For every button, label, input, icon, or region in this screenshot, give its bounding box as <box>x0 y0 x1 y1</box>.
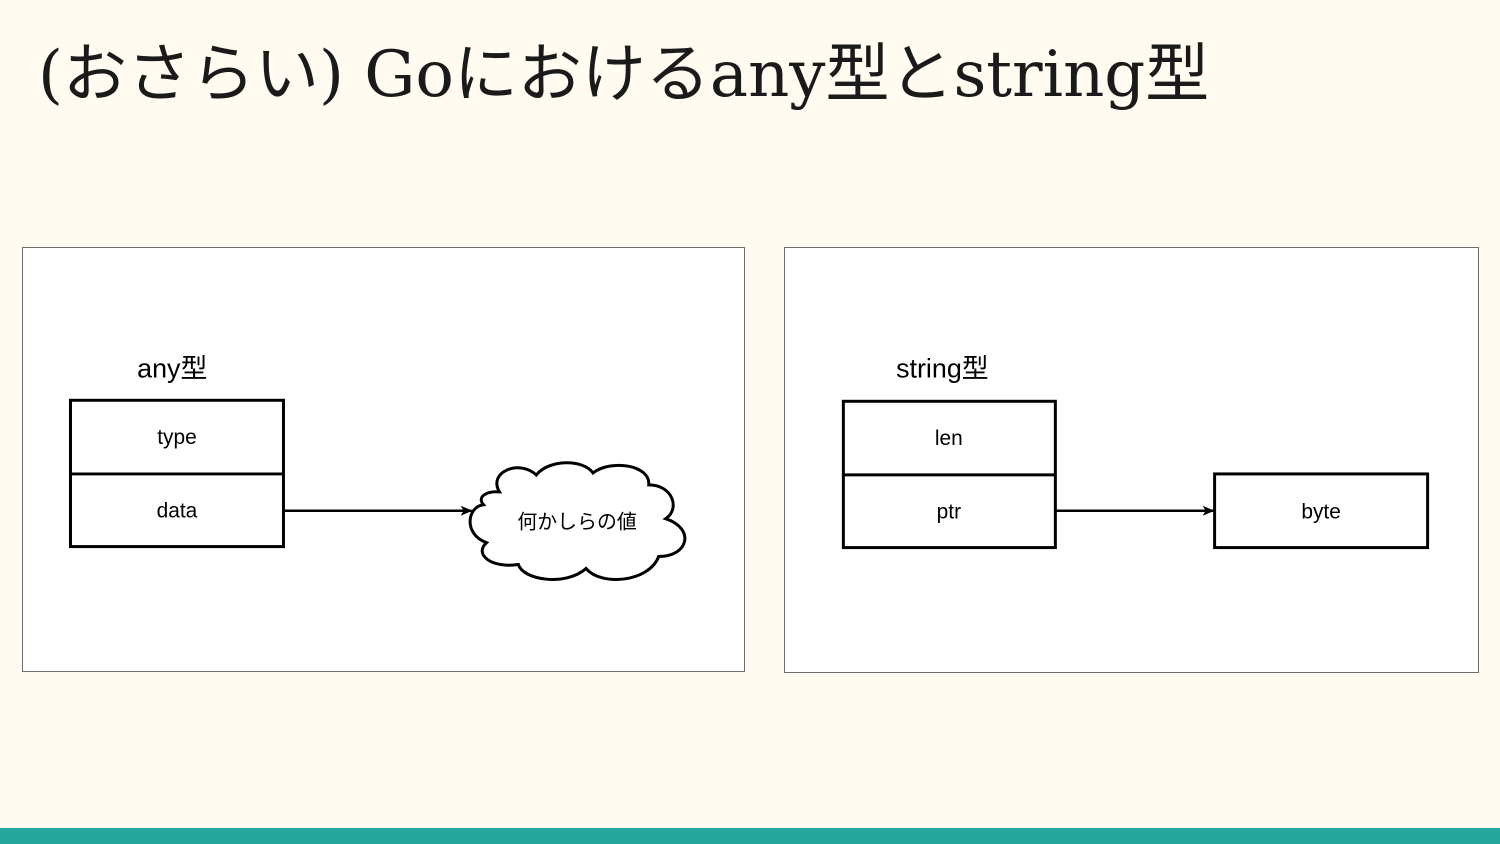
any-type-diagram: any型 type data 何かしらの値 <box>68 353 687 581</box>
footer-accent-bar <box>0 828 1500 844</box>
string-field-ptr: ptr <box>937 501 961 524</box>
any-field-data: data <box>157 500 198 523</box>
byte-label: byte <box>1301 501 1341 524</box>
cloud-shape <box>468 461 687 581</box>
any-type-diagram-panel: any型 type data 何かしらの値 <box>22 247 745 672</box>
string-type-diagram-panel: string型 len ptr byte <box>784 247 1479 673</box>
byte-box: byte <box>1213 472 1430 550</box>
string-field-len: len <box>935 427 963 450</box>
byte-box-rect <box>1213 472 1430 550</box>
value-cloud: 何かしらの値 <box>468 461 687 581</box>
cloud-value-label: 何かしらの値 <box>517 511 636 534</box>
string-type-diagram: string型 len ptr byte <box>841 353 1430 550</box>
string-type-struct: len ptr <box>841 399 1057 550</box>
any-type-heading: any型 <box>137 353 207 383</box>
any-type-struct: type data <box>68 398 285 549</box>
slide-title: (おさらい) Goにおけるany型とstring型 <box>38 38 1210 112</box>
string-type-heading: string型 <box>896 353 989 383</box>
any-field-type: type <box>157 426 197 449</box>
